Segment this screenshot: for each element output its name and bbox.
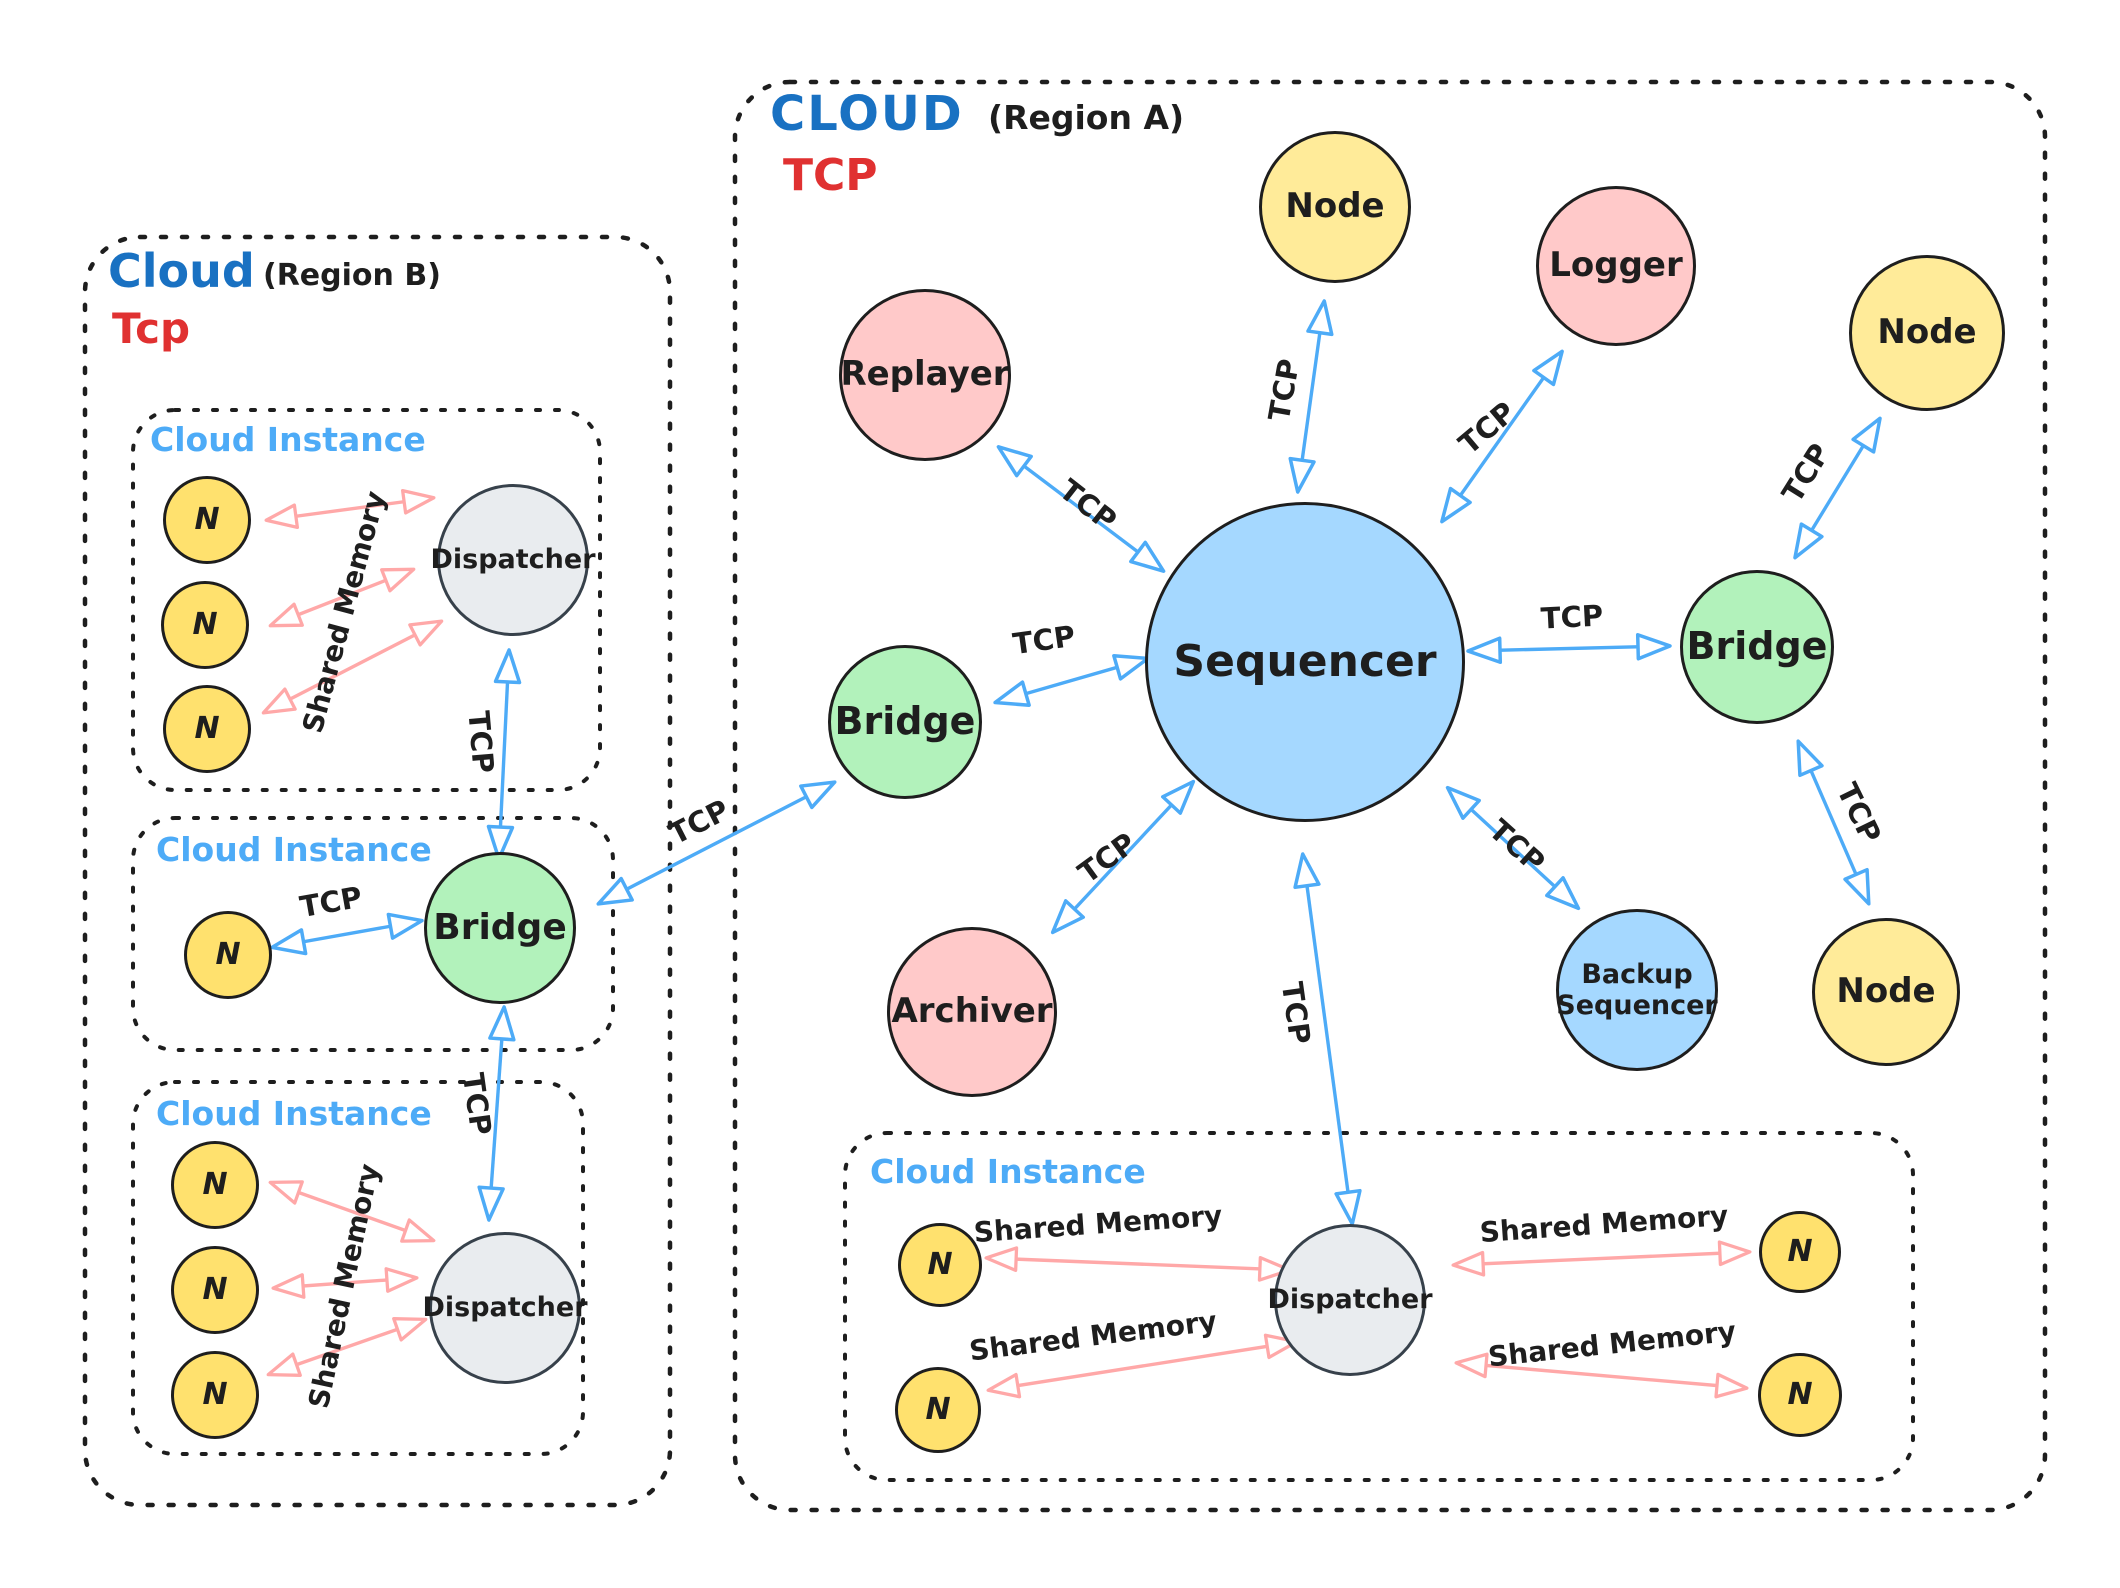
instance-b1-n2: N bbox=[161, 581, 249, 669]
region-a-subtitle: (Region A) bbox=[988, 98, 1185, 137]
edge-sm-b1-n1 bbox=[264, 488, 436, 530]
region-a-protocol-label: TCP bbox=[783, 150, 878, 201]
edge-tcp-sequencer-dispatcher-a bbox=[1293, 852, 1362, 1226]
region-a-title: CLOUD bbox=[770, 86, 964, 142]
replayer-node: Replayer bbox=[839, 289, 1011, 461]
backup-sequencer-node: Backup Sequencer bbox=[1556, 909, 1718, 1071]
instance-b2-bridge: Bridge bbox=[424, 852, 576, 1004]
instance-b1-border bbox=[131, 408, 602, 792]
region-b-protocol-label: Tcp bbox=[112, 304, 191, 353]
edge-tcp-bridge-west-bridge-b bbox=[596, 780, 837, 906]
instance-b1-title: Cloud Instance bbox=[150, 420, 426, 459]
edge-tcp-sequencer-backup bbox=[1445, 785, 1581, 911]
edge-tcp-sequencer-archiver bbox=[1050, 779, 1196, 935]
edge-tcp-sequencer-replayer bbox=[996, 445, 1166, 573]
edge-tcp-bridge-b2-dispatcher-b3 bbox=[477, 1005, 516, 1222]
instance-b2-border bbox=[131, 816, 615, 1052]
edge-tcp-bridge-west-sequencer bbox=[993, 654, 1150, 707]
edge-tcp-sequencer-logger bbox=[1440, 349, 1564, 524]
logger-node: Logger bbox=[1536, 186, 1696, 346]
edge-sm-b3-n1 bbox=[268, 1180, 436, 1243]
edge-sm-b1-n3 bbox=[261, 619, 444, 715]
node-top: Node bbox=[1259, 131, 1411, 283]
instance-a1-dispatcher: Dispatcher bbox=[1267, 1224, 1433, 1376]
instance-b3-n3: N bbox=[171, 1351, 259, 1439]
instance-a1-n4: N bbox=[1758, 1353, 1842, 1437]
edge-tcp-dispatcher-b1-bridge-b2 bbox=[486, 648, 522, 861]
edge-tcp-bridge-east-node-ne bbox=[1793, 416, 1882, 560]
instance-b3-border bbox=[131, 1080, 585, 1456]
instance-b2-title: Cloud Instance bbox=[156, 830, 432, 869]
edge-sm-a1-right-bottom bbox=[1454, 1352, 1749, 1399]
instance-a1-border bbox=[843, 1131, 1915, 1482]
instance-b1-dispatcher: Dispatcher bbox=[430, 484, 596, 636]
instance-b1-n1: N bbox=[163, 476, 251, 564]
archiver-node: Archiver bbox=[887, 927, 1057, 1097]
edge-sm-b1-n2 bbox=[268, 567, 416, 628]
instance-b3-dispatcher: Dispatcher bbox=[422, 1232, 588, 1384]
bridge-west-node: Bridge bbox=[828, 645, 982, 799]
edge-sm-a1-right-top bbox=[1451, 1240, 1752, 1277]
instance-b3-title: Cloud Instance bbox=[156, 1094, 432, 1133]
tcp-label-sequencer-bridge-east: TCP bbox=[1539, 598, 1605, 636]
instance-a1-n1: N bbox=[898, 1223, 982, 1307]
instance-a1-title: Cloud Instance bbox=[870, 1152, 1146, 1191]
instance-b1-n3: N bbox=[163, 685, 251, 773]
bridge-east-node: Bridge bbox=[1680, 570, 1834, 724]
tcp-label-dispatcher-b1-bridge: TCP bbox=[461, 709, 501, 775]
region-b-subtitle: (Region B) bbox=[263, 258, 441, 293]
edge-tcp-bridge-east-node-se bbox=[1796, 739, 1871, 906]
instance-b3-n1: N bbox=[171, 1141, 259, 1229]
edge-tcp-n-bridge-b2 bbox=[270, 912, 424, 956]
edge-tcp-sequencer-node-top bbox=[1288, 299, 1334, 494]
edge-sm-b3-n2 bbox=[271, 1267, 419, 1299]
instance-b2-n1: N bbox=[184, 911, 272, 999]
region-b-title: Cloud bbox=[108, 244, 255, 298]
node-southeast: Node bbox=[1812, 918, 1960, 1066]
node-northeast: Node bbox=[1849, 255, 2005, 411]
edge-sm-b3-n3 bbox=[266, 1317, 428, 1377]
instance-b3-n2: N bbox=[171, 1246, 259, 1334]
instance-a1-n2: N bbox=[895, 1367, 981, 1453]
edge-tcp-sequencer-bridge-east bbox=[1466, 633, 1672, 664]
instance-a1-n3: N bbox=[1759, 1211, 1841, 1293]
edge-sm-a1-left-top bbox=[984, 1246, 1292, 1282]
sequencer-node: Sequencer bbox=[1145, 502, 1465, 822]
edge-sm-a1-left-bottom bbox=[986, 1333, 1299, 1399]
